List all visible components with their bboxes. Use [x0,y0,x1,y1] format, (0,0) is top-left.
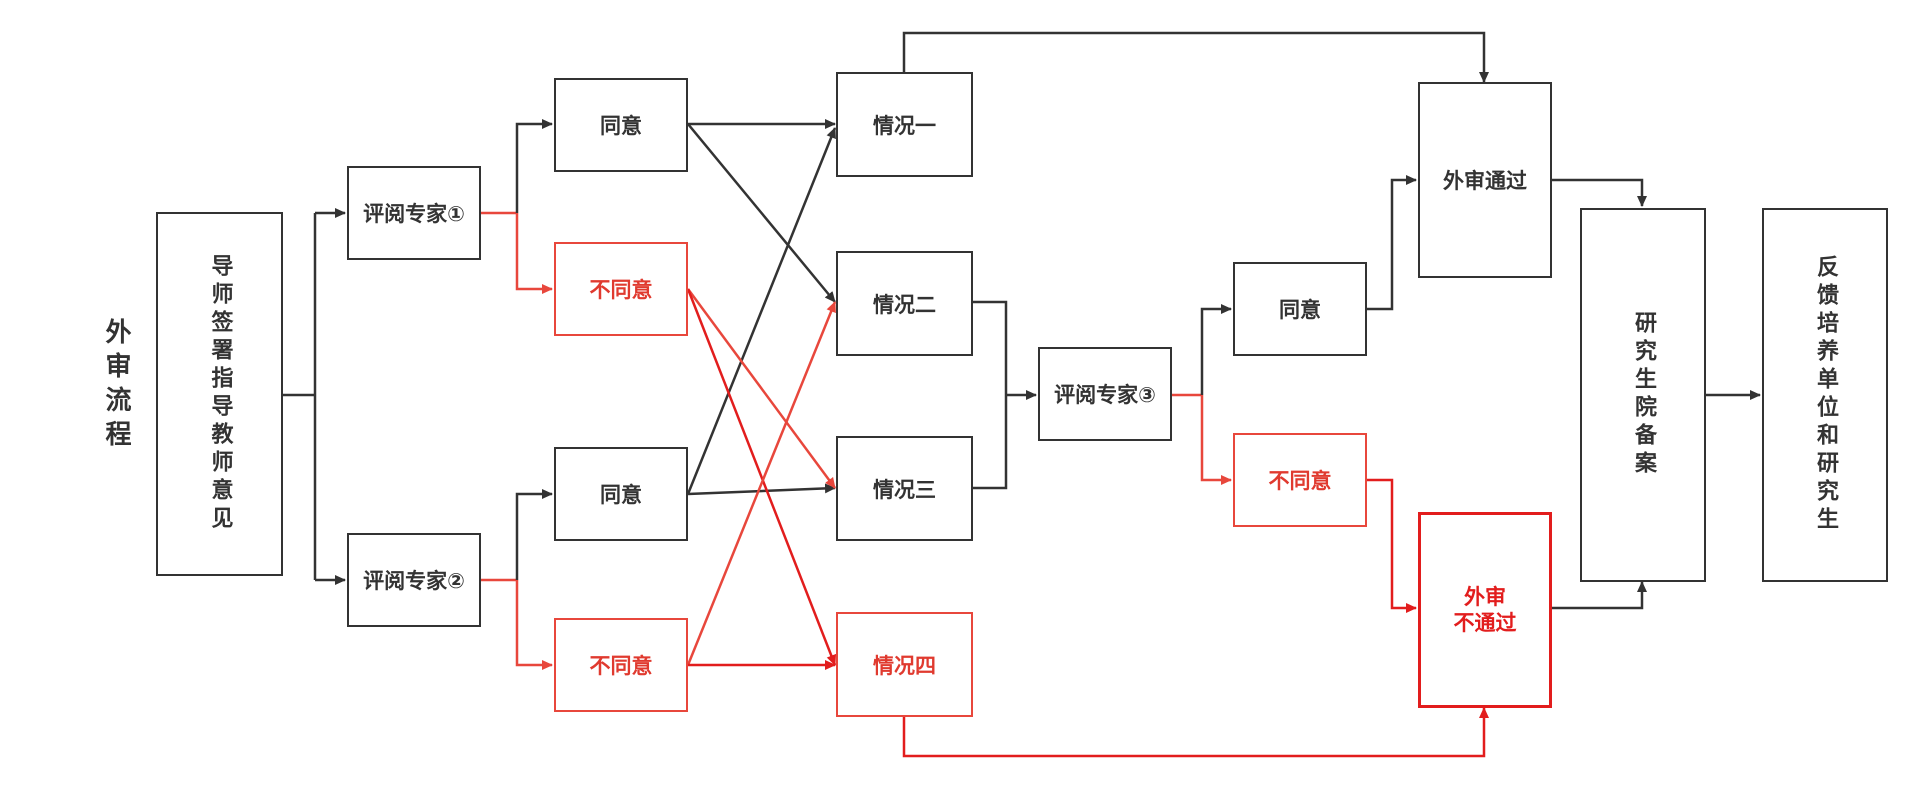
expert3-node: 评阅专家③ [1038,347,1172,441]
case1-to-pass-arrow [902,31,1489,83]
pass-to-graduate-school-arrow [1552,178,1647,207]
feedback-node: 反馈培养单位和研究生 [1762,208,1888,582]
agree1-node: 同意 [554,78,688,172]
case3-node: 情况三 [836,436,973,541]
fail-to-graduate-school-arrow [1552,581,1647,610]
case2-node: 情况二 [836,251,973,356]
review-pass-node: 外审通过 [1418,82,1552,278]
advisor-opinion-node: 导师签署指导教师意见 [156,212,283,576]
agree-to-case-arrows [686,119,837,496]
agree2-node: 同意 [554,447,688,541]
graduate-school-record-node: 研究生院备案 [1580,208,1706,582]
disagree-to-case-arrows [686,288,837,670]
agree3-node: 同意 [1233,262,1367,356]
case4-to-fail-arrow [902,707,1489,758]
case4-node: 情况四 [836,612,973,717]
expert1-branch-connector [481,119,553,294]
case1-node: 情况一 [836,72,973,177]
agree3-to-pass-arrow [1367,175,1417,311]
expert2-node: 评阅专家② [347,533,481,627]
disagree3-to-fail-arrow [1367,478,1417,613]
review-fail-node: 外审 不通过 [1418,512,1552,708]
expert1-node: 评阅专家① [347,166,481,260]
disagree1-node: 不同意 [554,242,688,336]
expert3-branch-connector [1172,304,1232,485]
flowchart-title: 外审流程 [101,318,131,454]
cases-to-expert3-connector [973,300,1037,490]
disagree2-node: 不同意 [554,618,688,712]
advisor-to-experts-connector [283,208,346,585]
disagree3-node: 不同意 [1233,433,1367,527]
expert2-branch-connector [481,489,553,670]
